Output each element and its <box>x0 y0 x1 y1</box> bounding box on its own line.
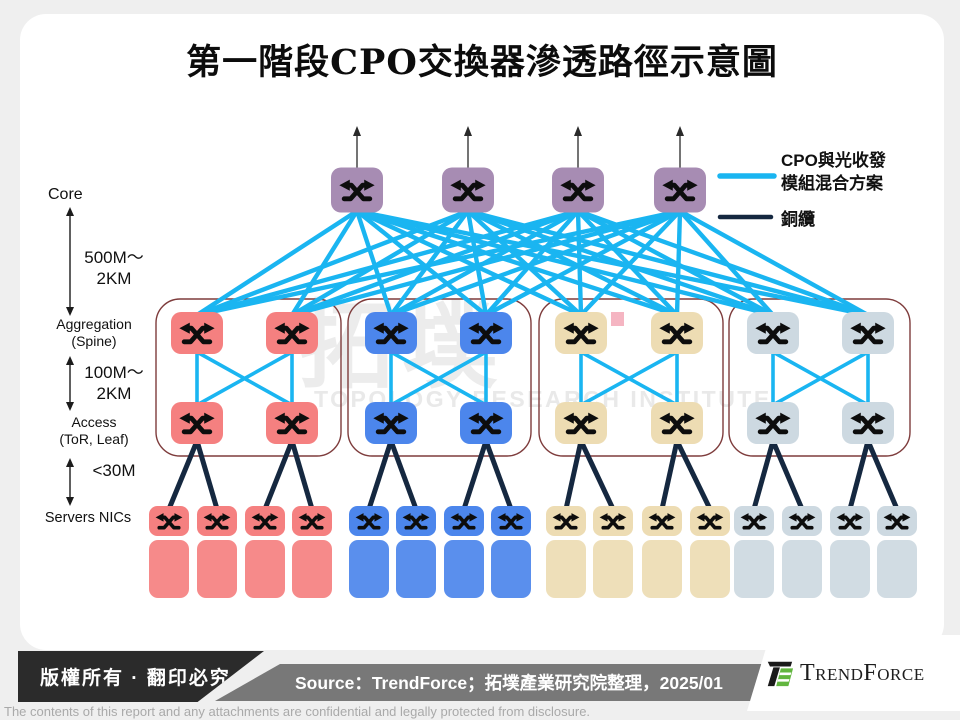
optical-link-core-spine <box>354 210 394 316</box>
optical-link-core-spine <box>290 209 359 317</box>
copper-link-leaf-nic <box>461 440 489 510</box>
server-1-2 <box>197 540 237 598</box>
tier-line2: (Spine) <box>71 333 117 349</box>
tier-label-aggregation: Aggregation (Spine) <box>24 316 164 350</box>
tier-label-access: Access (ToR, Leaf) <box>24 414 164 448</box>
disclaimer-text: The contents of this report and any atta… <box>4 704 591 719</box>
server-2-3 <box>444 540 484 598</box>
trendforce-logo-text: TrendForce <box>800 659 925 686</box>
optical-link-core-spine <box>291 208 681 318</box>
copper-link-leaf-nic <box>847 440 871 510</box>
optical-link-core-spine <box>356 208 678 318</box>
page-title: 第一階段CPO交換器滲透路徑示意圖 <box>186 42 778 83</box>
trendforce-logo: TrendForce <box>747 635 960 711</box>
distance-label-access-servers: <30M <box>92 461 136 480</box>
copper-link-leaf-nic <box>289 440 315 510</box>
range-arrow-access-servers <box>66 458 74 506</box>
core-uplink-arrowhead-icon <box>464 126 472 136</box>
server-4-4 <box>877 540 917 598</box>
server-4-3 <box>830 540 870 598</box>
core-uplink-arrowhead-icon <box>676 126 684 136</box>
core-uplink-arrowhead-icon <box>353 126 361 136</box>
server-4-2 <box>782 540 822 598</box>
tier-label-core: Core <box>48 186 83 203</box>
tier-line1: Aggregation <box>56 316 132 332</box>
copper-link-leaf-nic <box>262 440 295 510</box>
optical-link-core-spine <box>678 209 775 317</box>
copper-link-leaf-nic <box>865 440 900 510</box>
server-4-1 <box>734 540 774 598</box>
range-arrow-core-agg <box>66 207 74 316</box>
optical-link-core-spine <box>678 209 870 317</box>
server-3-4 <box>690 540 730 598</box>
optical-link-core-spine <box>465 210 489 316</box>
server-3-3 <box>642 540 682 598</box>
server-2-1 <box>349 540 389 598</box>
trendforce-logo-icon <box>767 661 794 687</box>
core-uplink-arrowhead-icon <box>574 126 582 136</box>
copper-link-leaf-nic <box>674 439 713 511</box>
watermark-pink-square <box>611 312 624 326</box>
copyright-text: 版權所有 · 翻印必究 <box>40 668 231 689</box>
tier-line1: Access <box>71 414 117 430</box>
optical-link-spine-leaf <box>772 350 869 407</box>
optical-link-core-spine <box>196 208 681 318</box>
distance-line2: 2KM <box>96 384 132 403</box>
optical-link-core-spine <box>484 209 682 317</box>
distance-line1: 100M～ <box>84 363 144 382</box>
optical-link-core-spine <box>195 209 359 317</box>
optical-link-core-spine <box>467 209 678 317</box>
legend-optical-label: CPO與光收發 模組混合方案 <box>781 149 941 195</box>
optical-link-core-spine <box>356 209 582 317</box>
server-2-2 <box>396 540 436 598</box>
optical-link-spine-leaf <box>390 350 487 407</box>
optical-link-core-spine <box>390 208 681 318</box>
optical-link-core-spine <box>579 209 682 317</box>
optical-link-spine-leaf <box>580 350 678 407</box>
distance-line2: 2KM <box>96 269 132 288</box>
distance-label-core-agg: 500M～ 2KM <box>70 247 158 289</box>
distance-line1: 500M～ <box>84 248 144 267</box>
server-3-1 <box>546 540 586 598</box>
copper-link-leaf-nic <box>166 440 200 510</box>
distance-label-agg-access: 100M～ 2KM <box>70 362 158 404</box>
copper-link-leaf-nic <box>659 440 680 510</box>
tier-line2: (ToR, Leaf) <box>59 431 129 447</box>
copper-link-leaf-nic <box>751 440 776 510</box>
server-1-4 <box>292 540 332 598</box>
copper-link-leaf-nic <box>388 440 419 510</box>
copper-link-leaf-nic <box>770 440 805 510</box>
server-1-3 <box>245 540 285 598</box>
server-3-2 <box>593 540 633 598</box>
optical-link-core-spine <box>196 208 469 318</box>
optical-link-core-spine <box>466 209 583 317</box>
copper-link-leaf-nic <box>578 439 616 511</box>
range-arrow-agg-access <box>66 356 74 411</box>
optical-link-core-spine <box>196 208 579 318</box>
legend-copper-label: 銅纜 <box>781 210 815 229</box>
copper-link-leaf-nic <box>194 440 220 510</box>
optical-link-core-spine <box>674 210 683 316</box>
copper-link-leaf-nic <box>366 440 394 510</box>
tier-label-servers: Servers NICs <box>44 510 132 526</box>
copper-link-leaf-nic <box>483 440 514 510</box>
copper-link-leaf-nic <box>563 440 584 510</box>
server-2-4 <box>491 540 531 598</box>
optical-link-core-spine <box>355 209 488 317</box>
server-1-1 <box>149 540 189 598</box>
source-text: Source：TrendForce；拓墣產業研究院整理，2025/01 <box>295 673 723 693</box>
legend-optical-line2: 模組混合方案 <box>781 174 883 193</box>
optical-link-spine-leaf <box>196 350 293 407</box>
legend-optical-line1: CPO與光收發 <box>781 151 886 170</box>
